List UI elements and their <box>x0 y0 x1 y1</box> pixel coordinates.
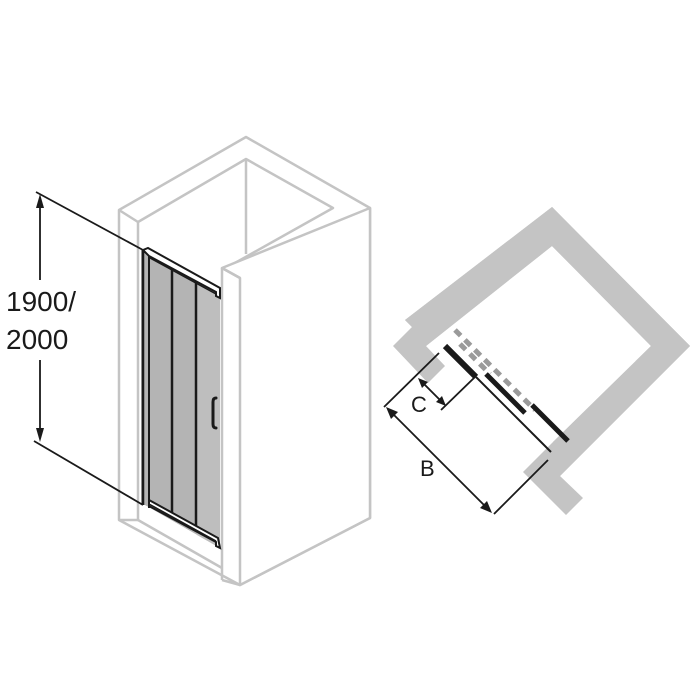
top-rail <box>141 246 221 300</box>
plan-view: B C <box>383 207 690 515</box>
dimension-b <box>383 352 549 515</box>
height-dimension <box>33 191 144 506</box>
glass-panel-lighter <box>197 280 220 548</box>
sliding-panels <box>442 343 570 453</box>
sliding-door <box>141 246 222 550</box>
door-handle-icon <box>211 396 218 430</box>
open-position-dashes <box>453 328 537 412</box>
right-wall <box>220 206 372 587</box>
wall-top-inner <box>137 157 335 270</box>
dim-c-label: C <box>411 392 427 417</box>
dimension-c <box>418 376 476 411</box>
dim-b-label: B <box>420 456 435 481</box>
height-label-line2: 2000 <box>6 324 68 355</box>
height-label-line1: 1900/ <box>6 286 76 317</box>
